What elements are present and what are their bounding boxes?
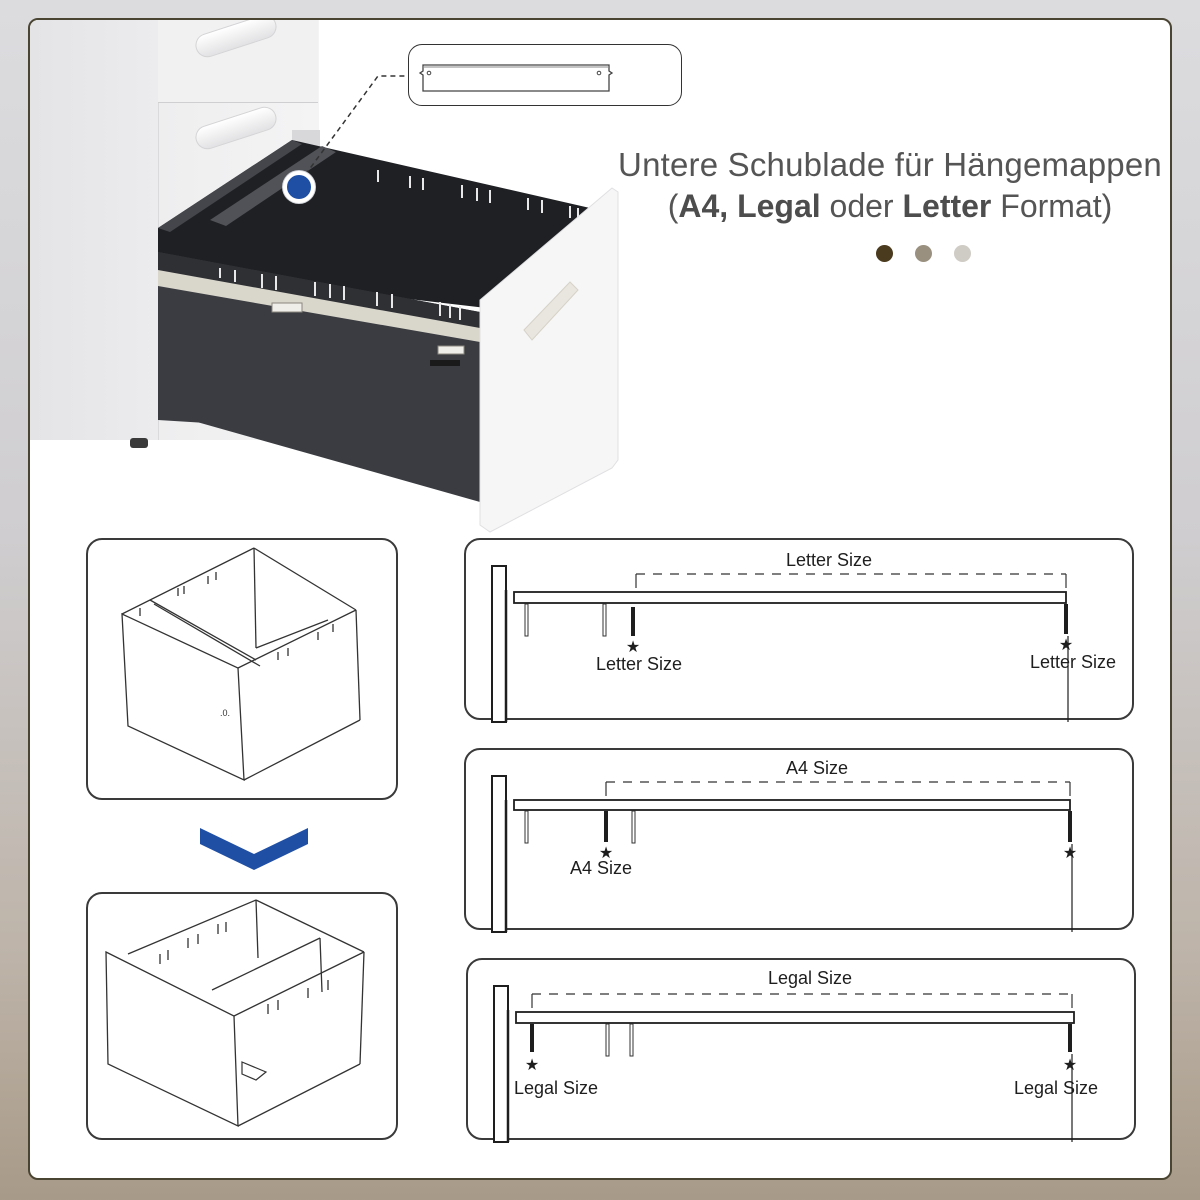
rail-inset-box (408, 44, 682, 106)
svg-text:★: ★ (1059, 637, 1073, 654)
letter-rail-diagram: ★ ★ (491, 565, 1073, 723)
svg-text:★: ★ (525, 1057, 539, 1074)
a4-rail-diagram: ★ ★ (491, 775, 1077, 933)
letter-right-label: Letter Size (1030, 652, 1117, 672)
open-drawer-graphic (130, 75, 619, 533)
letter-top-label: Letter Size (786, 550, 873, 570)
drawer-divider-front-drawing: .0. (121, 547, 361, 782)
svg-text:.0.: .0. (220, 708, 230, 718)
cabinet-side (30, 20, 160, 440)
legal-right-label: Legal Size (1014, 1078, 1099, 1098)
legal-left-label: Legal Size (514, 1078, 599, 1098)
heading-line2: (A4, Legal oder Letter Format) (667, 188, 1113, 224)
heading-line1: Untere Schublade für Hängemappen (618, 146, 1162, 183)
drawing-panel-after (86, 892, 398, 1140)
pagination-dot-1[interactable] (876, 245, 893, 262)
heading-bold-a4-legal: A4, Legal (678, 188, 821, 224)
legal-rail-diagram: ★ ★ (493, 985, 1077, 1143)
heading: Untere Schublade für Hängemappen (A4, Le… (590, 146, 1170, 225)
svg-text:★: ★ (1063, 1057, 1077, 1074)
pagination-dot-3[interactable] (954, 245, 971, 262)
a4-top-label: A4 Size (786, 758, 849, 778)
svg-text:★: ★ (1063, 845, 1077, 862)
heading-bold-letter: Letter (902, 188, 992, 224)
diagram-legal-size: ★ ★ Legal Size Legal Size Legal Size (466, 958, 1136, 1143)
product-card: Untere Schublade für Hängemappen (A4, Le… (28, 18, 1172, 1180)
drawer-divider-back-drawing (105, 899, 365, 1128)
legal-top-label: Legal Size (768, 968, 853, 988)
pagination-dot-2[interactable] (915, 245, 932, 262)
blue-dot-marker-icon (283, 171, 315, 203)
diagram-a4-size: ★ ★ A4 Size A4 Size (464, 748, 1134, 933)
svg-text:★: ★ (626, 639, 640, 656)
svg-text:★: ★ (599, 845, 613, 862)
a4-left-label: A4 Size (570, 858, 633, 878)
hanging-rail-icon (418, 64, 614, 92)
drawing-panel-before: .0. (86, 538, 398, 800)
diagram-letter-size: ★ ★ Letter Size Letter Size Letter Size (464, 538, 1134, 723)
pagination-dots (876, 245, 971, 262)
letter-left-label: Letter Size (596, 654, 683, 674)
